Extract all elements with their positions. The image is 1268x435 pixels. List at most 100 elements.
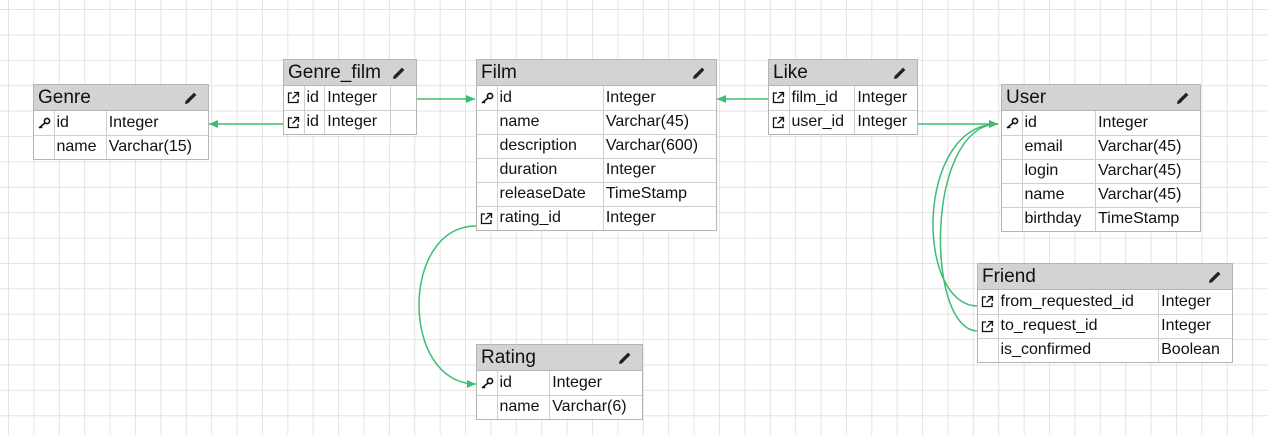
column-name: id (303, 86, 326, 111)
column-row[interactable]: rating_id Integer (477, 205, 716, 230)
column-row[interactable]: description Varchar(600) (477, 133, 716, 159)
column-name: from_requested_id (997, 290, 1160, 315)
column-name: id (496, 86, 604, 111)
column-row[interactable]: id Integer (477, 371, 642, 396)
column-name: user_id (788, 109, 856, 134)
empty-icon-cell (477, 109, 498, 135)
entity-rating[interactable]: Rating id Integer name Varchar(6) (476, 344, 643, 420)
column-row[interactable]: id Integer (477, 86, 716, 111)
entity-columns: id Integer email Varchar(45) login Varch… (1002, 111, 1200, 231)
column-row[interactable]: name Varchar(6) (477, 394, 642, 419)
empty-icon-cell (477, 157, 498, 183)
entity-title: Rating (481, 346, 536, 368)
foreign-key-icon (477, 205, 498, 230)
column-name: birthday (1021, 206, 1097, 231)
entity-header: Friend (978, 264, 1232, 290)
column-type: Integer (602, 205, 716, 230)
empty-icon-cell (1002, 158, 1023, 184)
column-name: name (496, 394, 551, 419)
column-type: Integer (854, 109, 917, 134)
column-type: Varchar(600) (602, 133, 716, 159)
entity-columns: id Integer name Varchar(15) (34, 111, 208, 159)
column-row[interactable]: is_confirmed Boolean (978, 337, 1232, 362)
column-row[interactable]: user_id Integer (769, 109, 917, 134)
column-type: Integer (1095, 111, 1200, 136)
entity-header: Genre (34, 85, 208, 111)
column-name: id (303, 109, 326, 134)
entity-title: Genre_film (288, 61, 381, 83)
column-spacer (389, 86, 416, 111)
foreign-key-icon (284, 86, 305, 111)
column-row[interactable]: id Integer (284, 86, 416, 111)
column-name: duration (496, 157, 604, 183)
column-row[interactable]: id Integer (34, 111, 208, 136)
foreign-key-icon (284, 109, 305, 134)
foreign-key-icon (978, 313, 999, 339)
pencil-icon[interactable] (183, 90, 199, 106)
entity-title: Friend (982, 265, 1036, 287)
column-type: TimeStamp (1095, 206, 1200, 231)
column-row[interactable]: id Integer (284, 109, 416, 134)
foreign-key-icon (769, 109, 790, 134)
pencil-icon[interactable] (691, 65, 707, 81)
column-row[interactable]: birthday TimeStamp (1002, 206, 1200, 231)
empty-icon-cell (477, 394, 498, 419)
entity-title: Film (481, 61, 517, 83)
column-name: id (53, 111, 107, 136)
pencil-icon[interactable] (1175, 90, 1191, 106)
key-icon (34, 111, 55, 136)
column-name: name (53, 134, 107, 159)
column-name: rating_id (496, 205, 604, 230)
column-row[interactable]: from_requested_id Integer (978, 290, 1232, 315)
column-name: name (496, 109, 604, 135)
pencil-icon[interactable] (391, 65, 407, 81)
column-name: film_id (788, 86, 856, 111)
empty-icon-cell (1002, 182, 1023, 208)
entity-genre-film[interactable]: Genre_film id Integer id Integer (283, 59, 417, 135)
empty-icon-cell (477, 133, 498, 159)
empty-icon-cell (34, 134, 55, 159)
column-row[interactable]: film_id Integer (769, 86, 917, 111)
column-name: email (1021, 134, 1097, 160)
column-type: Integer (324, 86, 391, 111)
column-row[interactable]: to_request_id Integer (978, 313, 1232, 339)
column-type: Varchar(45) (1095, 158, 1200, 184)
column-name: id (496, 371, 551, 396)
column-type: Integer (1158, 313, 1232, 339)
column-type: Boolean (1158, 337, 1232, 362)
entity-genre[interactable]: Genre id Integer name Varchar(15) (33, 84, 209, 160)
column-type: Integer (549, 371, 642, 396)
entity-title: Like (773, 61, 808, 83)
entity-like[interactable]: Like film_id Integer user_id Integer (768, 59, 918, 135)
column-name: releaseDate (496, 181, 604, 207)
column-name: to_request_id (997, 313, 1160, 339)
column-row[interactable]: login Varchar(45) (1002, 158, 1200, 184)
pencil-icon[interactable] (617, 350, 633, 366)
key-icon (477, 86, 498, 111)
entity-columns: id Integer name Varchar(45) description … (477, 86, 716, 230)
column-type: Integer (602, 157, 716, 183)
entity-header: Rating (477, 345, 642, 371)
column-row[interactable]: name Varchar(15) (34, 134, 208, 159)
entity-film[interactable]: Film id Integer name Varchar(45) descrip… (476, 59, 717, 231)
entity-header: Genre_film (284, 60, 416, 86)
column-row[interactable]: name Varchar(45) (1002, 182, 1200, 208)
entity-header: Film (477, 60, 716, 86)
entity-title: User (1006, 86, 1047, 108)
pencil-icon[interactable] (892, 65, 908, 81)
column-row[interactable]: email Varchar(45) (1002, 134, 1200, 160)
column-row[interactable]: duration Integer (477, 157, 716, 183)
column-row[interactable]: name Varchar(45) (477, 109, 716, 135)
pencil-icon[interactable] (1207, 269, 1223, 285)
column-name: id (1021, 111, 1097, 136)
entity-title: Genre (38, 86, 91, 108)
column-type: Varchar(45) (602, 109, 716, 135)
column-type: Varchar(6) (549, 394, 642, 419)
entity-friend[interactable]: Friend from_requested_id Integer to_requ… (977, 263, 1233, 363)
connector-film-to-rating (418, 225, 477, 388)
column-type: Integer (602, 86, 716, 111)
column-row[interactable]: id Integer (1002, 111, 1200, 136)
column-row[interactable]: releaseDate TimeStamp (477, 181, 716, 207)
entity-user[interactable]: User id Integer email Varchar(45) login … (1001, 84, 1201, 232)
empty-icon-cell (1002, 134, 1023, 160)
